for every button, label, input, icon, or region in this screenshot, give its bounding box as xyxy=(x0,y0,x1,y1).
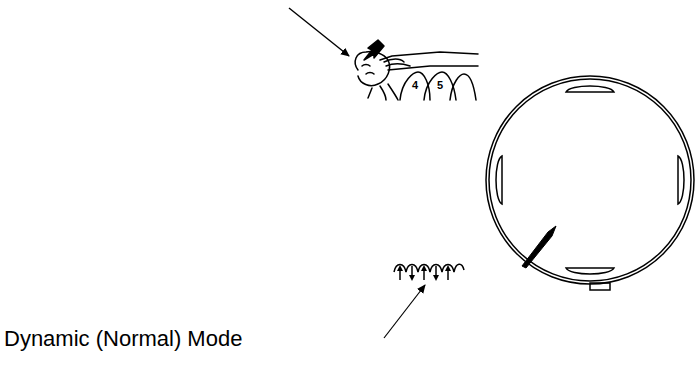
mode-dial xyxy=(486,76,694,290)
mode-label: Dynamic (Normal) Mode xyxy=(4,328,242,350)
leader-line xyxy=(384,285,425,338)
dial-pointer xyxy=(522,226,556,268)
callout-number: 5 xyxy=(437,80,443,91)
pointer-arrow xyxy=(289,8,349,56)
callout-number: 4 xyxy=(412,80,418,91)
wave-symbol xyxy=(394,264,464,280)
hand-on-head-figure xyxy=(355,40,478,100)
